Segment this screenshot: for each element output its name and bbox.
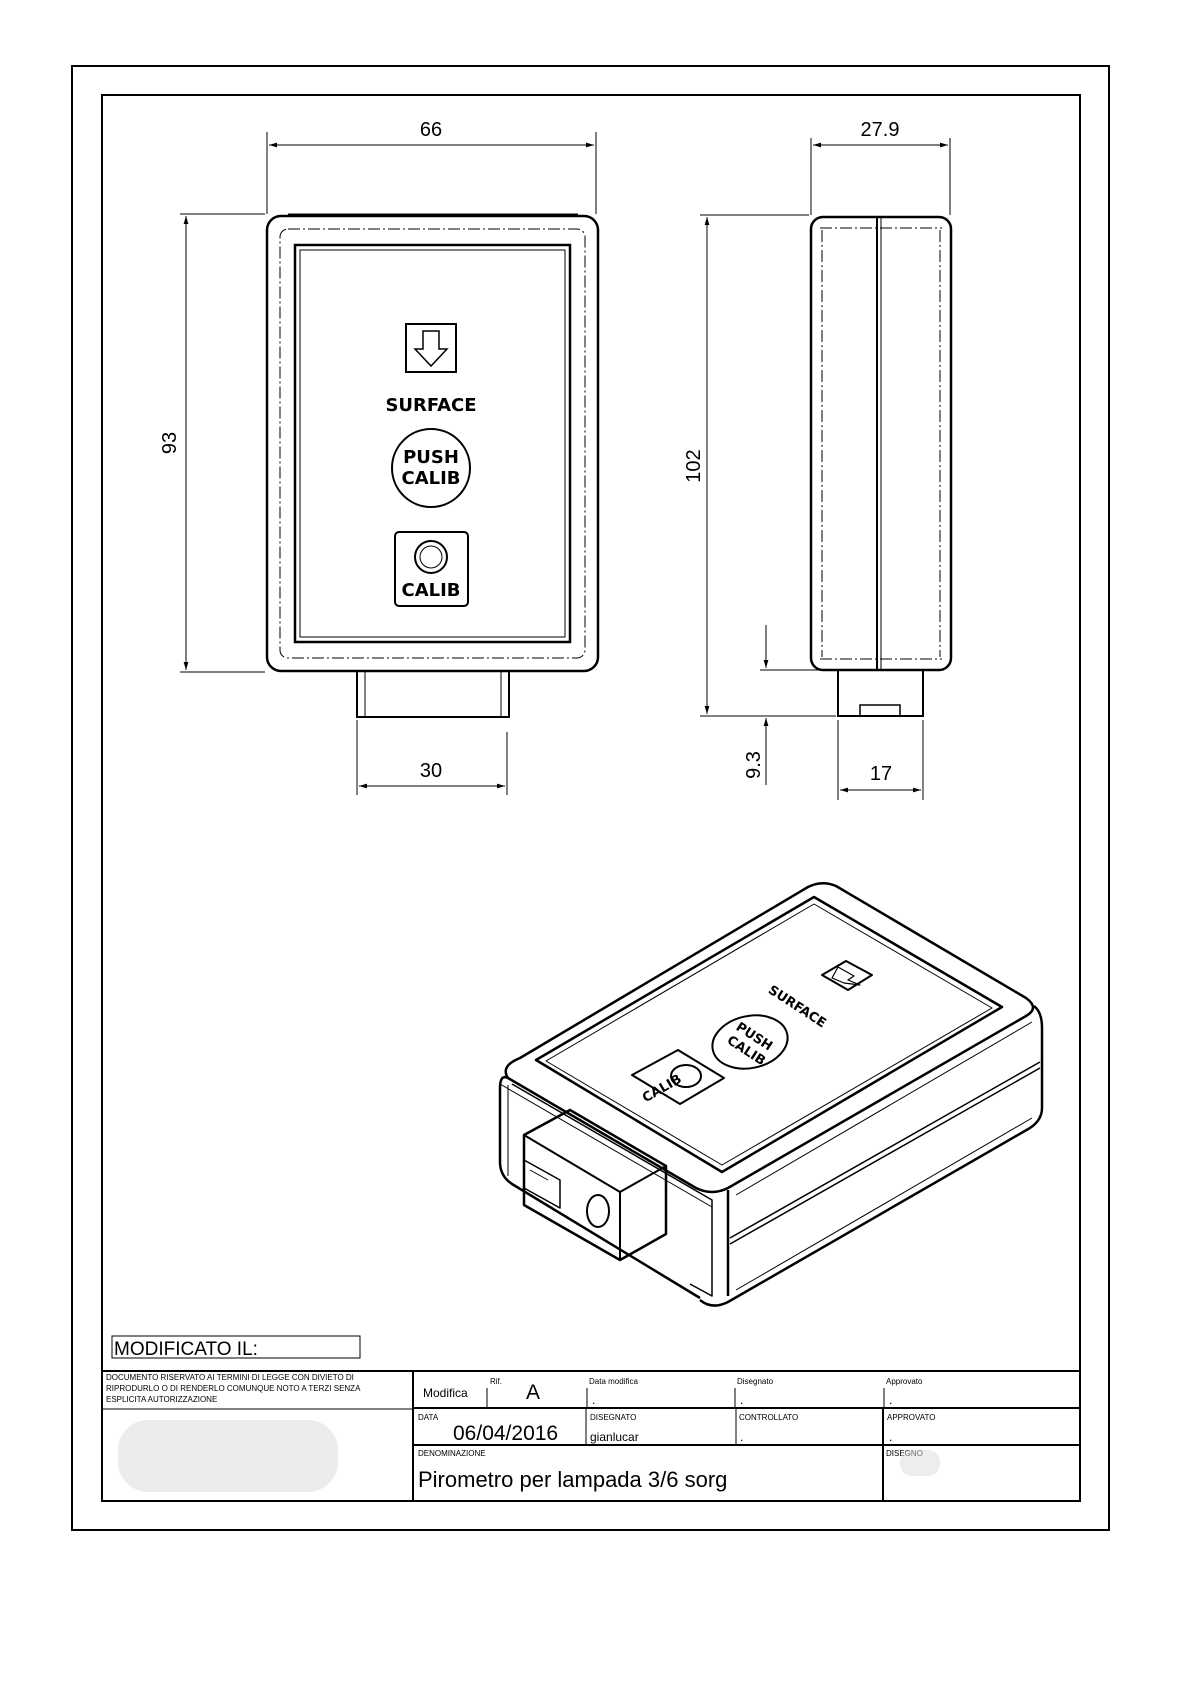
surface-arrow-icon	[405, 323, 457, 373]
notice-line-1: DOCUMENTO RISERVATO AI TERMINI DI LEGGE …	[106, 1373, 354, 1382]
approvato2-value: .	[889, 1430, 892, 1444]
rif-label: Rif.	[490, 1377, 502, 1386]
title-block-grid	[102, 1370, 1080, 1501]
iso-calib-indicator-frame	[631, 1049, 725, 1105]
approvato-label: Approvato	[886, 1377, 923, 1386]
push-label: PUSH	[403, 447, 459, 468]
rif-value: A	[526, 1381, 540, 1404]
iso-calib-led-icon	[670, 1064, 702, 1088]
dim-connector-depth: 17	[870, 763, 892, 785]
dim-connector-protrusion: 9.3	[743, 751, 765, 779]
iso-push-calib-button	[711, 1014, 789, 1070]
denominazione-value: Pirometro per lampada 3/6 sorg	[418, 1467, 727, 1492]
front-view	[265, 213, 600, 718]
blurred-drawing-number	[900, 1450, 940, 1476]
disegnato-value: .	[740, 1393, 743, 1407]
denominazione-label: DENOMINAZIONE	[418, 1449, 486, 1458]
controllato-label: CONTROLLATO	[739, 1413, 798, 1422]
modifica-label: Modifica	[423, 1386, 468, 1400]
isometric-view	[498, 882, 1044, 1307]
modified-box	[111, 1335, 361, 1359]
blurred-logo	[118, 1420, 338, 1492]
side-dimension-lines	[700, 138, 951, 800]
disegnato-label: Disegnato	[737, 1377, 774, 1386]
sheet-inner-border	[101, 94, 1081, 1502]
calib-led-icon	[414, 540, 448, 574]
dim-side-depth: 27.9	[861, 119, 900, 141]
data-modifica-value: .	[592, 1393, 595, 1407]
approvato2-label: APPROVATO	[887, 1413, 935, 1422]
controllato-value: .	[740, 1430, 743, 1444]
iso-calib-label: CALIB	[640, 1072, 684, 1106]
calib-button-label: CALIB	[401, 468, 460, 489]
dim-front-height: 93	[159, 432, 181, 454]
approvato-value: .	[889, 1393, 892, 1407]
data-value: 06/04/2016	[453, 1422, 558, 1445]
side-view	[809, 215, 953, 717]
notice-line-2: RIPRODURLO O DI RENDERLO COMUNQUE NOTO A…	[106, 1384, 361, 1393]
dim-front-width: 66	[420, 119, 442, 141]
dim-side-height: 102	[683, 449, 705, 482]
data-label: DATA	[418, 1413, 439, 1422]
modified-label: MODIFICATO IL:	[114, 1339, 258, 1360]
push-calib-button	[391, 428, 471, 508]
iso-surface-label: SURFACE	[765, 983, 828, 1031]
notice-line-3: ESPLICITA AUTORIZZAZIONE	[106, 1395, 217, 1404]
disegnato2-value: gianlucar	[590, 1430, 639, 1444]
surface-label: SURFACE	[385, 395, 476, 416]
calib-indicator-frame	[394, 531, 469, 607]
iso-surface-arrow-icon	[821, 960, 873, 991]
disegnato2-label: DISEGNATO	[590, 1413, 636, 1422]
sheet-outer-border	[71, 65, 1110, 1531]
front-dimension-lines	[180, 132, 597, 795]
dim-connector-width: 30	[420, 760, 442, 782]
calib-label: CALIB	[401, 580, 460, 601]
data-modifica-label: Data modifica	[589, 1377, 638, 1386]
